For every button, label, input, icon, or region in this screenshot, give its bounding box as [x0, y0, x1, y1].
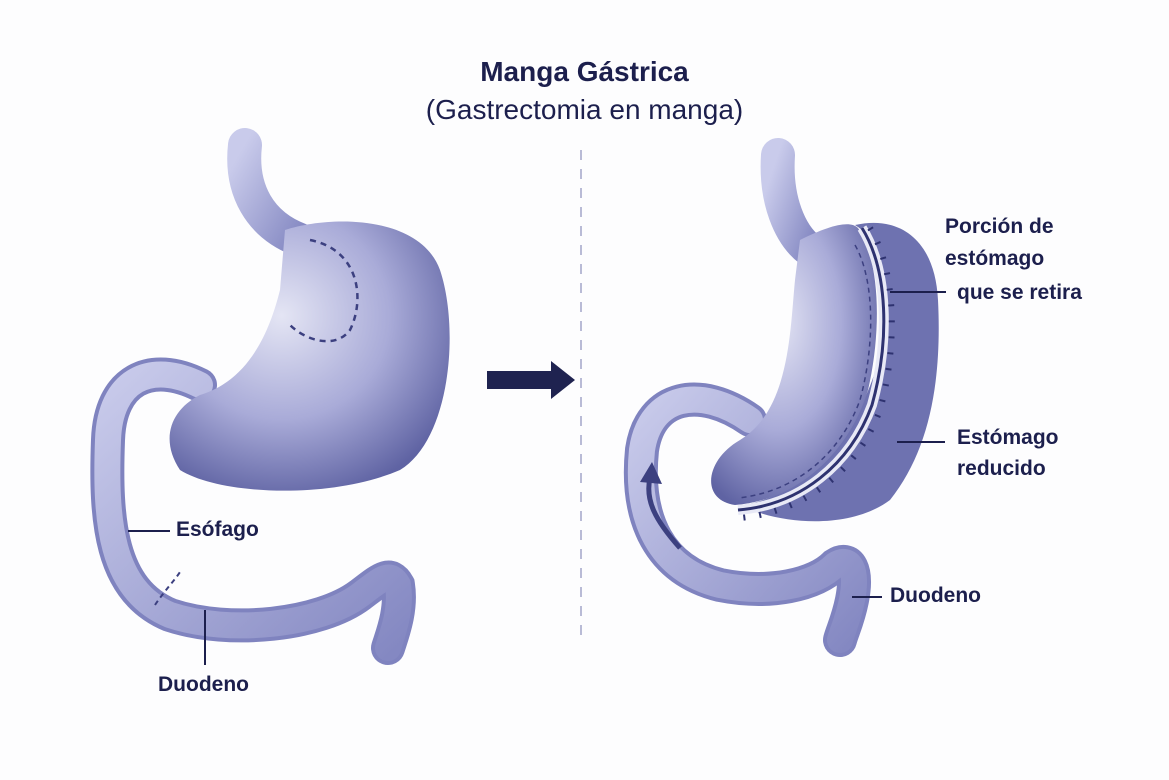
label-duodenum-after: Duodeno	[890, 584, 981, 607]
diagram-title: Manga Gástrica	[480, 56, 689, 87]
right-arrow-icon	[487, 361, 575, 399]
label-esophagus: Esófago	[176, 518, 259, 541]
left-stomach-body	[169, 221, 450, 491]
right-esophagus	[760, 138, 827, 267]
reduced-stomach	[711, 224, 877, 506]
label-reduced-line1: Estómago	[957, 426, 1059, 449]
diagram-subtitle: (Gastrectomia en manga)	[425, 94, 744, 125]
left-esophagus	[227, 128, 317, 257]
original-stomach	[90, 128, 450, 665]
flow-arrow	[646, 477, 682, 550]
removed-portion	[740, 222, 939, 522]
sleeve-stomach	[623, 138, 946, 657]
label-removed-line3: que se retira	[957, 281, 1082, 304]
label-reduced-line2: reducido	[957, 457, 1046, 480]
label-duodenum-before: Duodeno	[158, 673, 249, 696]
fundus-dashed-line	[289, 238, 359, 343]
label-removed-line1: Porción de	[945, 215, 1054, 238]
junction-dashed-line	[154, 571, 181, 606]
label-removed-line2: estómago	[945, 247, 1045, 270]
